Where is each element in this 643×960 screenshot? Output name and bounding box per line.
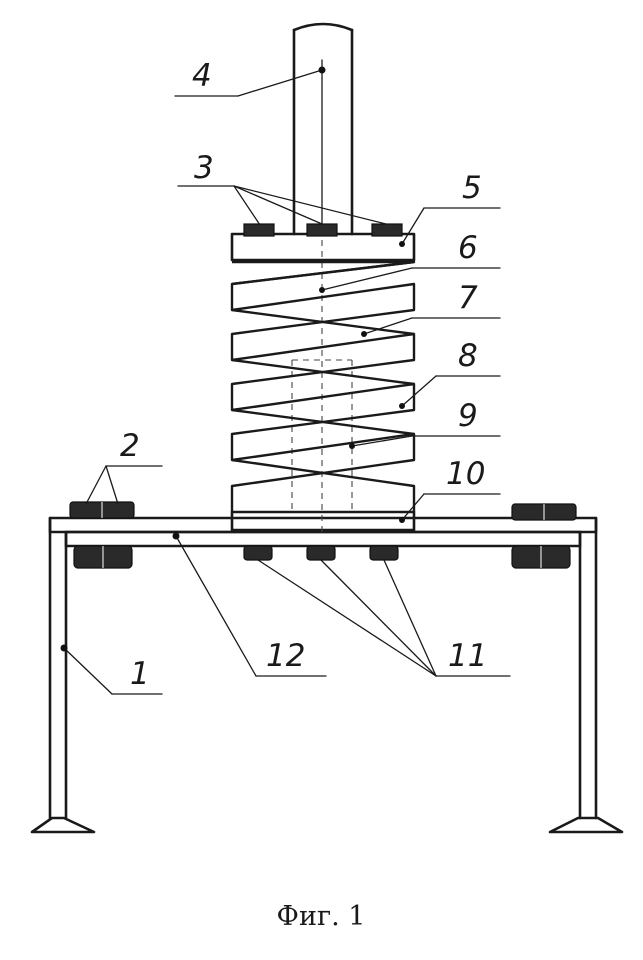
leader-lines: [60, 66, 511, 695]
bolt-upper-center: [306, 223, 338, 237]
nut-lower-center: [306, 545, 336, 561]
bolt-upper-left: [243, 223, 275, 237]
frame-left-foot: [30, 816, 96, 834]
spring-coils: [230, 260, 416, 512]
label-5: 5: [462, 170, 482, 206]
label-8: 8: [458, 338, 478, 374]
rod-top-edge: [292, 22, 354, 32]
frame-right-foot: [548, 816, 624, 834]
spring-coils-back: [231, 260, 416, 512]
bolts-upper-plate: [243, 223, 403, 237]
base-plate: [64, 530, 582, 548]
frame-bolts-top: [69, 501, 577, 521]
upper-plate: [230, 232, 416, 262]
lower-plate: [230, 510, 416, 532]
part-labels: 4 3 5 6 7 8 9 10 2 12 11 1: [120, 58, 487, 692]
nut-lower-left: [243, 545, 273, 561]
label-10: 10: [446, 456, 485, 492]
label-4: 4: [192, 58, 212, 94]
label-9: 9: [458, 398, 478, 434]
label-7: 7: [458, 280, 478, 316]
figure-caption: Фиг. 1: [277, 901, 366, 932]
label-3: 3: [194, 150, 214, 186]
label-11: 11: [448, 638, 487, 674]
bolt-upper-right: [371, 223, 403, 237]
spring-assembly: [230, 240, 416, 532]
label-12: 12: [266, 638, 305, 674]
label-2: 2: [120, 428, 140, 464]
vertical-rod: [292, 22, 354, 236]
nut-lower-right: [369, 545, 399, 561]
frame-bolts-bottom: [73, 545, 571, 569]
label-1: 1: [130, 656, 150, 692]
bolts-lower-plate: [243, 545, 399, 561]
label-6: 6: [458, 230, 478, 266]
